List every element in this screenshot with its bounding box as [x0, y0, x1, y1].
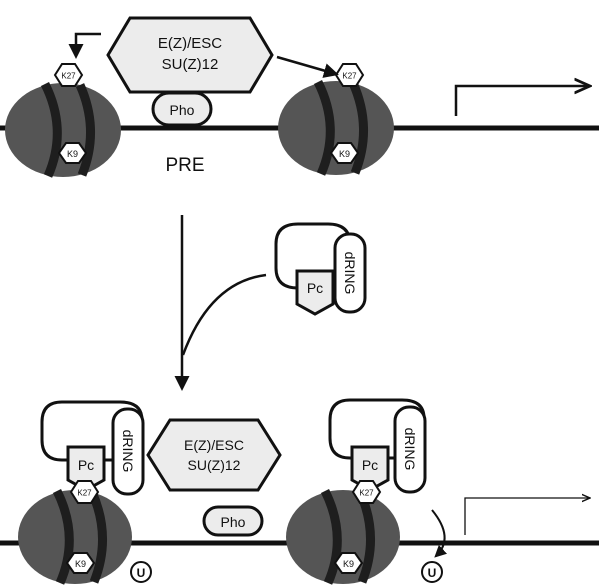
svg-text:K9: K9 — [343, 559, 354, 569]
svg-text:K27: K27 — [342, 72, 357, 81]
svg-text:K27: K27 — [61, 72, 76, 81]
svg-text:dRING: dRING — [342, 252, 358, 295]
transcription-arrow-top — [456, 86, 590, 116]
ezesc-complex-bottom: E(Z)/ESC SU(Z)12 — [148, 420, 280, 490]
k9-tag-bottom-left: K9 — [67, 553, 94, 573]
svg-text:U: U — [428, 566, 437, 580]
pho-protein-bottom: Pho — [204, 507, 262, 535]
k27-tag-top-left: K27 — [55, 64, 82, 86]
middle-panel: Pc dRING — [182, 215, 365, 388]
svg-text:K27: K27 — [359, 489, 374, 498]
prc1-complex-left: Pc dRING — [42, 402, 143, 494]
ubiquitination-arrow — [432, 510, 445, 556]
k27-tag-bottom-right: K27 — [353, 481, 380, 503]
svg-text:K27: K27 — [77, 489, 92, 498]
bottom-panel: Pc dRING Pc dRING E(Z)/ESC SU(Z)12 Pho — [0, 400, 599, 584]
svg-text:E(Z)/ESC: E(Z)/ESC — [158, 35, 222, 52]
svg-text:Pho: Pho — [170, 102, 195, 118]
ubiquitin-mark-right: U — [422, 562, 442, 582]
svg-text:K9: K9 — [75, 559, 86, 569]
svg-text:SU(Z)12: SU(Z)12 — [162, 56, 219, 73]
k9-tag-top-right: K9 — [331, 143, 358, 163]
prc1-complex-right: Pc dRING — [330, 400, 425, 492]
svg-text:E(Z)/ESC: E(Z)/ESC — [184, 437, 244, 453]
ezesc-complex-top: E(Z)/ESC SU(Z)12 — [108, 18, 272, 92]
transcription-arrow-bottom — [465, 498, 590, 535]
svg-text:K9: K9 — [67, 149, 78, 159]
k9-tag-top-left: K9 — [59, 143, 86, 163]
svg-text:Pc: Pc — [307, 280, 323, 296]
svg-text:dRING: dRING — [120, 430, 136, 473]
k27-tag-top-right: K27 — [336, 64, 363, 86]
svg-text:U: U — [137, 566, 146, 580]
svg-text:K9: K9 — [339, 149, 350, 159]
pc-joining-curve — [183, 275, 266, 355]
svg-text:Pc: Pc — [362, 457, 378, 473]
svg-text:dRING: dRING — [402, 428, 418, 471]
nucleosome-top-left — [5, 83, 121, 177]
prc1-complex-incoming: Pc dRING — [276, 224, 365, 314]
k9-tag-bottom-right: K9 — [335, 553, 362, 573]
ubiquitin-mark-left: U — [131, 562, 151, 582]
svg-text:Pc: Pc — [78, 457, 94, 473]
k27-tag-bottom-left: K27 — [71, 481, 98, 503]
top-panel: K27 K27 K9 K9 E(Z)/ESC SU(Z)12 Pho PRE — [0, 18, 599, 177]
methylation-arrow-right — [277, 57, 336, 74]
svg-text:SU(Z)12: SU(Z)12 — [188, 457, 241, 473]
pre-label: PRE — [165, 155, 204, 176]
methylation-arrow-left — [76, 34, 101, 56]
pho-protein-top: Pho — [153, 93, 211, 125]
svg-text:Pho: Pho — [221, 514, 246, 530]
